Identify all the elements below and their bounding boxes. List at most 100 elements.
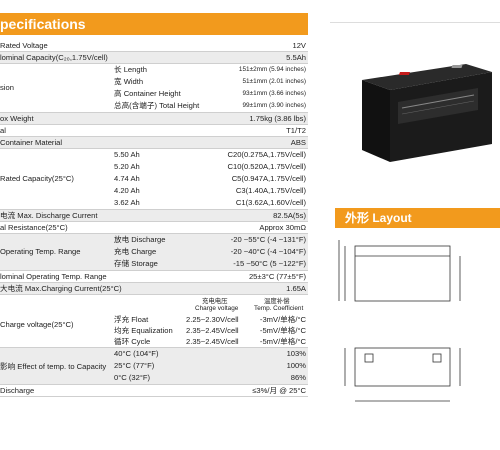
spec-sub-value: C10(0.520A,1.75V/cell) — [227, 162, 306, 171]
spec-row-self-discharge: Discharge ≤3%/月 @ 25°C — [0, 385, 308, 397]
spec-row-temp-effect: 影响 Effect of temp. to Capacity 40°C (104… — [0, 348, 308, 385]
spec-sub-label: 40°C (104°F) — [114, 349, 159, 358]
spec-sub-value: -15 ~50°C (5 ~122°F) — [233, 259, 306, 268]
spec-row-weight: ox Weight 1.75kg (3.86 lbs) — [0, 113, 308, 125]
spec-subrow: 存储 Storage-15 ~50°C (5 ~122°F) — [0, 258, 308, 270]
spec-row-charge-voltage: Charge voltage(25°C) 充电电压 Charge voltage… — [0, 295, 308, 348]
spec-label: 大电流 Max.Charging Current(25°C) — [0, 284, 122, 293]
spec-subrow: 高 Container Height 93±1mm (3.66 inches) — [0, 88, 308, 100]
spec-row-terminal: al T1/T2 — [0, 125, 308, 137]
spec-sub-value: C20(0.275A,1.75V/cell) — [227, 150, 306, 159]
spec-header-bar: pecifications — [0, 13, 308, 35]
spec-sub-value: C5(0.947A,1.75V/cell) — [231, 174, 306, 183]
spec-sub-value: 103% — [286, 349, 306, 358]
temp-coefficient-head: 温度补偿 — [264, 298, 290, 305]
spec-row-operating-temp: Operating Temp. Range 放电 Discharge -20 ~5… — [0, 234, 308, 271]
charge-mode-label: 循环 Cycle — [114, 337, 151, 346]
spec-sub-label: 高 Container Height — [114, 89, 181, 98]
charge-mode-voltage: 2.25~2.30V/cell — [186, 315, 239, 324]
spec-sub-label: 放电 Discharge — [114, 235, 166, 244]
battery-photo — [362, 64, 492, 162]
charge-voltage-head: 充电电压 — [202, 298, 228, 305]
spec-sub-value: 86% — [290, 373, 306, 382]
spec-value: 12V — [292, 41, 306, 50]
spec-sub-value: 100% — [286, 361, 306, 370]
spec-subrow: 40°C (104°F) 103% — [0, 348, 308, 360]
spec-header-title: pecifications — [0, 16, 86, 32]
spec-sub-value: C1(3.62A,1.60V/cell) — [235, 198, 306, 207]
spec-subrow: 5.50 Ah C20(0.275A,1.75V/cell) — [0, 149, 308, 161]
layout-header-bar: 外形 Layout — [335, 208, 500, 228]
spec-value: T1/T2 — [286, 126, 306, 135]
spec-sub-value: 51±1mm (2.01 inches) — [242, 78, 306, 85]
spec-value: Approx 30mΩ — [259, 223, 306, 232]
spec-row-nominal-capacity: lominal Capacity(C₂₀,1.75V/cell) 5.5Ah — [0, 52, 308, 64]
spec-sub-label: 5.50 Ah — [114, 150, 140, 159]
spec-value: 5.5Ah — [286, 53, 306, 62]
spec-label: Discharge — [0, 386, 35, 395]
spec-sub-label: 0°C (32°F) — [114, 373, 151, 382]
spec-label: lominal Capacity(C₂₀,1.75V/cell) — [0, 53, 108, 62]
spec-sub-label: 宽 Width — [114, 77, 144, 86]
spec-sub-label: 25°C (77°F) — [114, 361, 155, 370]
spec-label: lominal Operating Temp. Range — [0, 272, 107, 281]
spec-row-internal-resistance: al Resistance(25°C) Approx 30mΩ — [0, 222, 308, 234]
header-rule — [330, 22, 500, 23]
spec-subrow: 总高(含端子) Total Height 99±1mm (3.90 inches) — [0, 100, 308, 112]
spec-value: 1.75kg (3.86 lbs) — [249, 114, 306, 123]
spec-sub-label: 充电 Charge — [114, 247, 157, 256]
spec-subrow: 25°C (77°F) 100% — [0, 360, 308, 372]
battery-technical-drawing — [338, 240, 461, 402]
spec-sub-value: 93±1mm (3.66 inches) — [242, 90, 306, 97]
spec-subrow: 4.20 Ah C3(1.40A,1.75V/cell) — [0, 185, 308, 197]
charge-mode-voltage: 2.35~2.45V/cell — [186, 337, 239, 346]
spec-label: Rated Voltage — [0, 41, 48, 50]
spec-label: sion — [0, 83, 14, 92]
spec-label: Rated Capacity(25°C) — [0, 174, 74, 183]
spec-sub-value: -20 ~55°C (-4 ~131°F) — [230, 235, 306, 244]
layout-title: 外形 Layout — [345, 211, 412, 225]
spec-value: 82.5A(5s) — [273, 211, 306, 220]
charge-mode-temp: -3mV/单格/°C — [259, 315, 306, 324]
spec-row-max-charging: 大电流 Max.Charging Current(25°C) 1.65A — [0, 283, 308, 295]
charge-mode-temp: -5mV/单格/°C — [259, 326, 306, 335]
charge-mode-label: 均充 Equalization — [114, 326, 173, 335]
temp-coefficient-head-en: Temp. Coefficient — [254, 305, 304, 312]
spec-sub-label: 总高(含端子) Total Height — [114, 101, 200, 110]
spec-subrow: 0°C (32°F) 86% — [0, 372, 308, 384]
spec-row-container-material: Container Material ABS — [0, 137, 308, 149]
spec-label: Container Material — [0, 138, 63, 147]
spec-label: al — [0, 126, 6, 135]
spec-value: ≤3%/月 @ 25°C — [252, 386, 306, 395]
spec-subrow: 5.20 Ah C10(0.520A,1.75V/cell) — [0, 161, 308, 173]
spec-sub-value: 151±2mm (5.94 inches) — [238, 66, 306, 73]
spec-sub-value: -20 ~40°C (-4 ~104°F) — [230, 247, 306, 256]
spec-label: 影响 Effect of temp. to Capacity — [0, 362, 107, 371]
spec-value: ABS — [290, 138, 306, 147]
spec-value: 25±3°C (77±5°F) — [248, 272, 306, 281]
charge-mode-voltage: 2.35~2.45V/cell — [186, 326, 239, 335]
spec-label: al Resistance(25°C) — [0, 223, 68, 232]
spec-row-rated-capacity: Rated Capacity(25°C) 5.50 Ah C20(0.275A,1… — [0, 149, 308, 210]
spec-row-max-discharge: 电流 Max. Discharge Current 82.5A(5s) — [0, 210, 308, 222]
charge-mode-label: 浮充 Float — [114, 315, 149, 324]
spec-sub-label: 4.20 Ah — [114, 186, 140, 195]
spec-subrow: 放电 Discharge -20 ~55°C (-4 ~131°F) — [0, 234, 308, 246]
spec-table: Rated Voltage 12V lominal Capacity(C₂₀,1… — [0, 40, 308, 397]
spec-sub-value: C3(1.40A,1.75V/cell) — [235, 186, 306, 195]
spec-sub-label: 5.20 Ah — [114, 162, 140, 171]
spec-sub-value: 99±1mm (3.90 inches) — [242, 102, 306, 109]
spec-label: 电流 Max. Discharge Current — [0, 211, 98, 220]
spec-subrow: 宽 Width 51±1mm (2.01 inches) — [0, 76, 308, 88]
spec-subrow: 充电 Charge -20 ~40°C (-4 ~104°F) — [0, 246, 308, 258]
spec-subrow: 4.74 Ah C5(0.947A,1.75V/cell) — [0, 173, 308, 185]
spec-label: Operating Temp. Range — [0, 247, 81, 256]
spec-value: 1.65A — [286, 284, 306, 293]
spec-row-nominal-temp: lominal Operating Temp. Range 25±3°C (77… — [0, 271, 308, 283]
spec-sub-label: 4.74 Ah — [114, 174, 140, 183]
spec-label: Charge voltage(25°C) — [0, 320, 74, 329]
spec-row-rated-voltage: Rated Voltage 12V — [0, 40, 308, 52]
spec-label: ox Weight — [0, 114, 34, 123]
charge-voltage-head-en: Charge voltage — [195, 305, 239, 312]
